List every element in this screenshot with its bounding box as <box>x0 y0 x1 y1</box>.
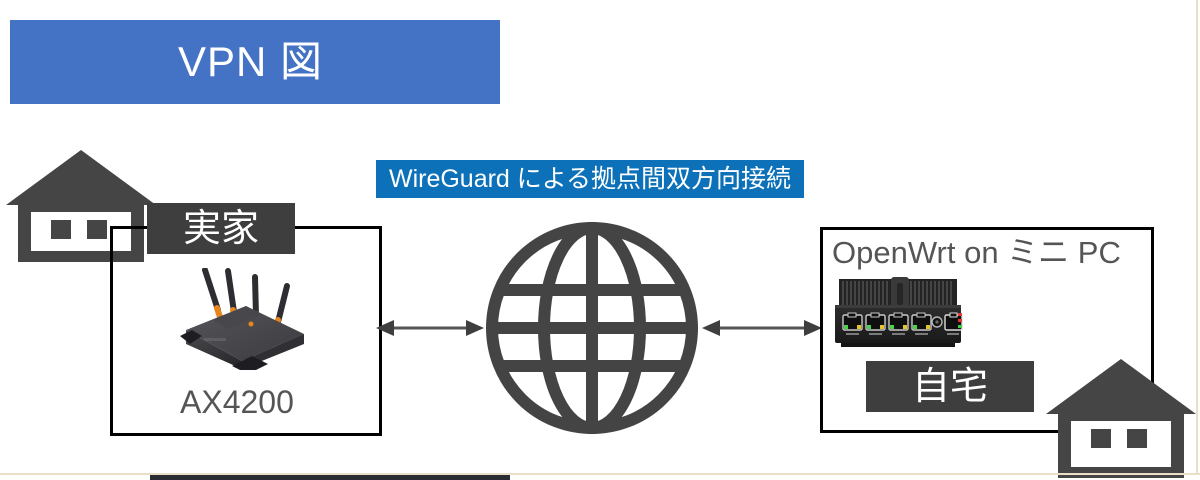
right-edge-divider <box>1196 0 1198 474</box>
bottom-dark-band <box>150 475 510 480</box>
bottom-divider <box>0 473 1200 475</box>
right-site-boundary <box>820 227 1154 433</box>
globe-icon <box>484 220 700 436</box>
connection-banner-text: WireGuard による拠点間双方向接続 <box>388 164 792 193</box>
mini-pc-icon <box>833 277 967 350</box>
title-banner: VPN 図 <box>10 20 500 104</box>
wifi-router-icon <box>172 267 320 374</box>
site-label-jikka: 実家 <box>147 203 295 254</box>
double-headed-arrow-icon-right <box>700 314 824 342</box>
double-headed-arrow-icon-left <box>374 314 486 342</box>
house-icon-left <box>4 148 158 264</box>
site-label-jitaku: 自宅 <box>866 361 1034 412</box>
connection-banner: WireGuard による拠点間双方向接続 <box>376 160 804 198</box>
house-icon-right <box>1044 357 1198 480</box>
device-caption-openwrt: OpenWrt on ミニ PC <box>832 235 1121 270</box>
device-caption-ax4200: AX4200 <box>180 384 294 420</box>
site-label-jitaku-text: 自宅 <box>911 365 988 408</box>
page-title: VPN 図 <box>178 38 324 85</box>
site-label-jikka-text: 実家 <box>182 207 259 250</box>
